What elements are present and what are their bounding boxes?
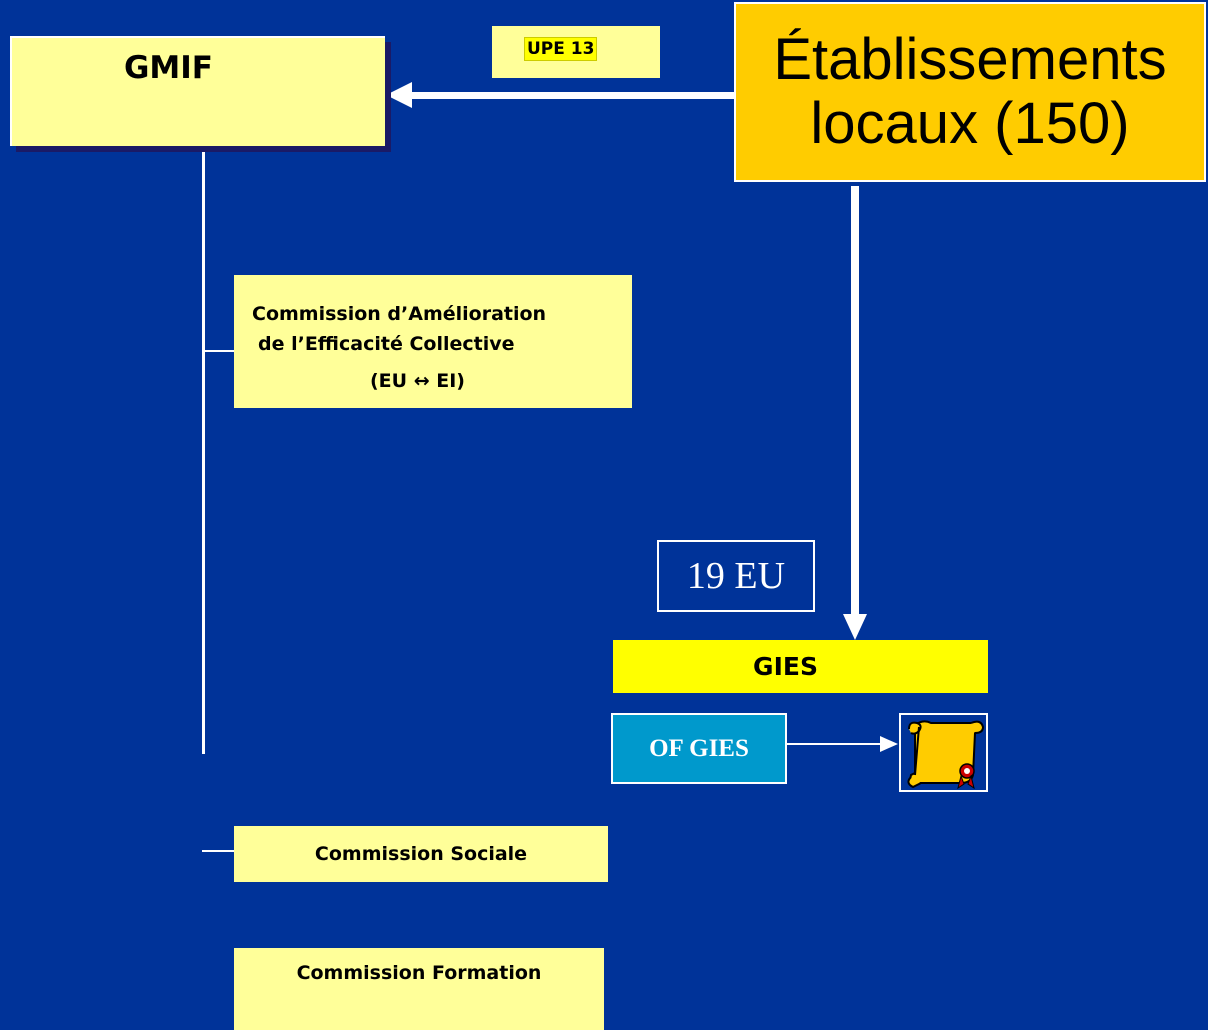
commission-formation-box: Commission Formation (234, 948, 604, 1030)
arrow-etab-to-gies-head (843, 614, 867, 640)
commission-amelioration-line2: de l’Efficacité Collective (258, 333, 515, 355)
gies-box: GIES (613, 640, 988, 693)
arrow-etab-to-gmif-head (386, 82, 412, 108)
arrow-ofgies-to-scroll-head (880, 736, 898, 752)
commission-formation-label: Commission Formation (296, 962, 542, 984)
scroll-certificate-icon (899, 713, 988, 792)
commission-amelioration-line3: (EU ↔ EI) (370, 370, 465, 392)
arrow-etab-to-gmif-line (410, 92, 734, 99)
of-gies-label: OF GIES (649, 734, 749, 762)
commission-amelioration-line1: Commission d’Amélioration (252, 303, 547, 325)
arrow-ofgies-to-scroll-line (787, 743, 882, 745)
connector-to-formation (202, 747, 205, 754)
gmif-box: GMIF (10, 36, 385, 146)
eu-count-box: 19 EU (657, 540, 815, 612)
gies-label: GIES (753, 652, 818, 681)
commission-sociale-label: Commission Sociale (314, 843, 528, 865)
gmif-label: GMIF (123, 50, 213, 86)
upe-label: UPE 13 (524, 37, 598, 61)
arrow-etab-to-gies-line (851, 186, 859, 618)
connector-to-amelioration (202, 350, 234, 352)
of-gies-box: OF GIES (611, 713, 787, 784)
commission-sociale-box: Commission Sociale (234, 826, 608, 882)
upe-box: UPE 13 (492, 26, 660, 78)
gmif-vertical-connector (202, 148, 205, 747)
etablissements-line1: Établissements (773, 27, 1167, 92)
commission-amelioration-box: Commission d’Amélioration de l’Efficacit… (234, 275, 632, 408)
etablissements-line2: locaux (150) (810, 91, 1130, 156)
eu-count-label: 19 EU (686, 555, 786, 597)
connector-to-sociale (202, 850, 234, 852)
etablissements-box: Établissements locaux (150) (734, 2, 1206, 182)
